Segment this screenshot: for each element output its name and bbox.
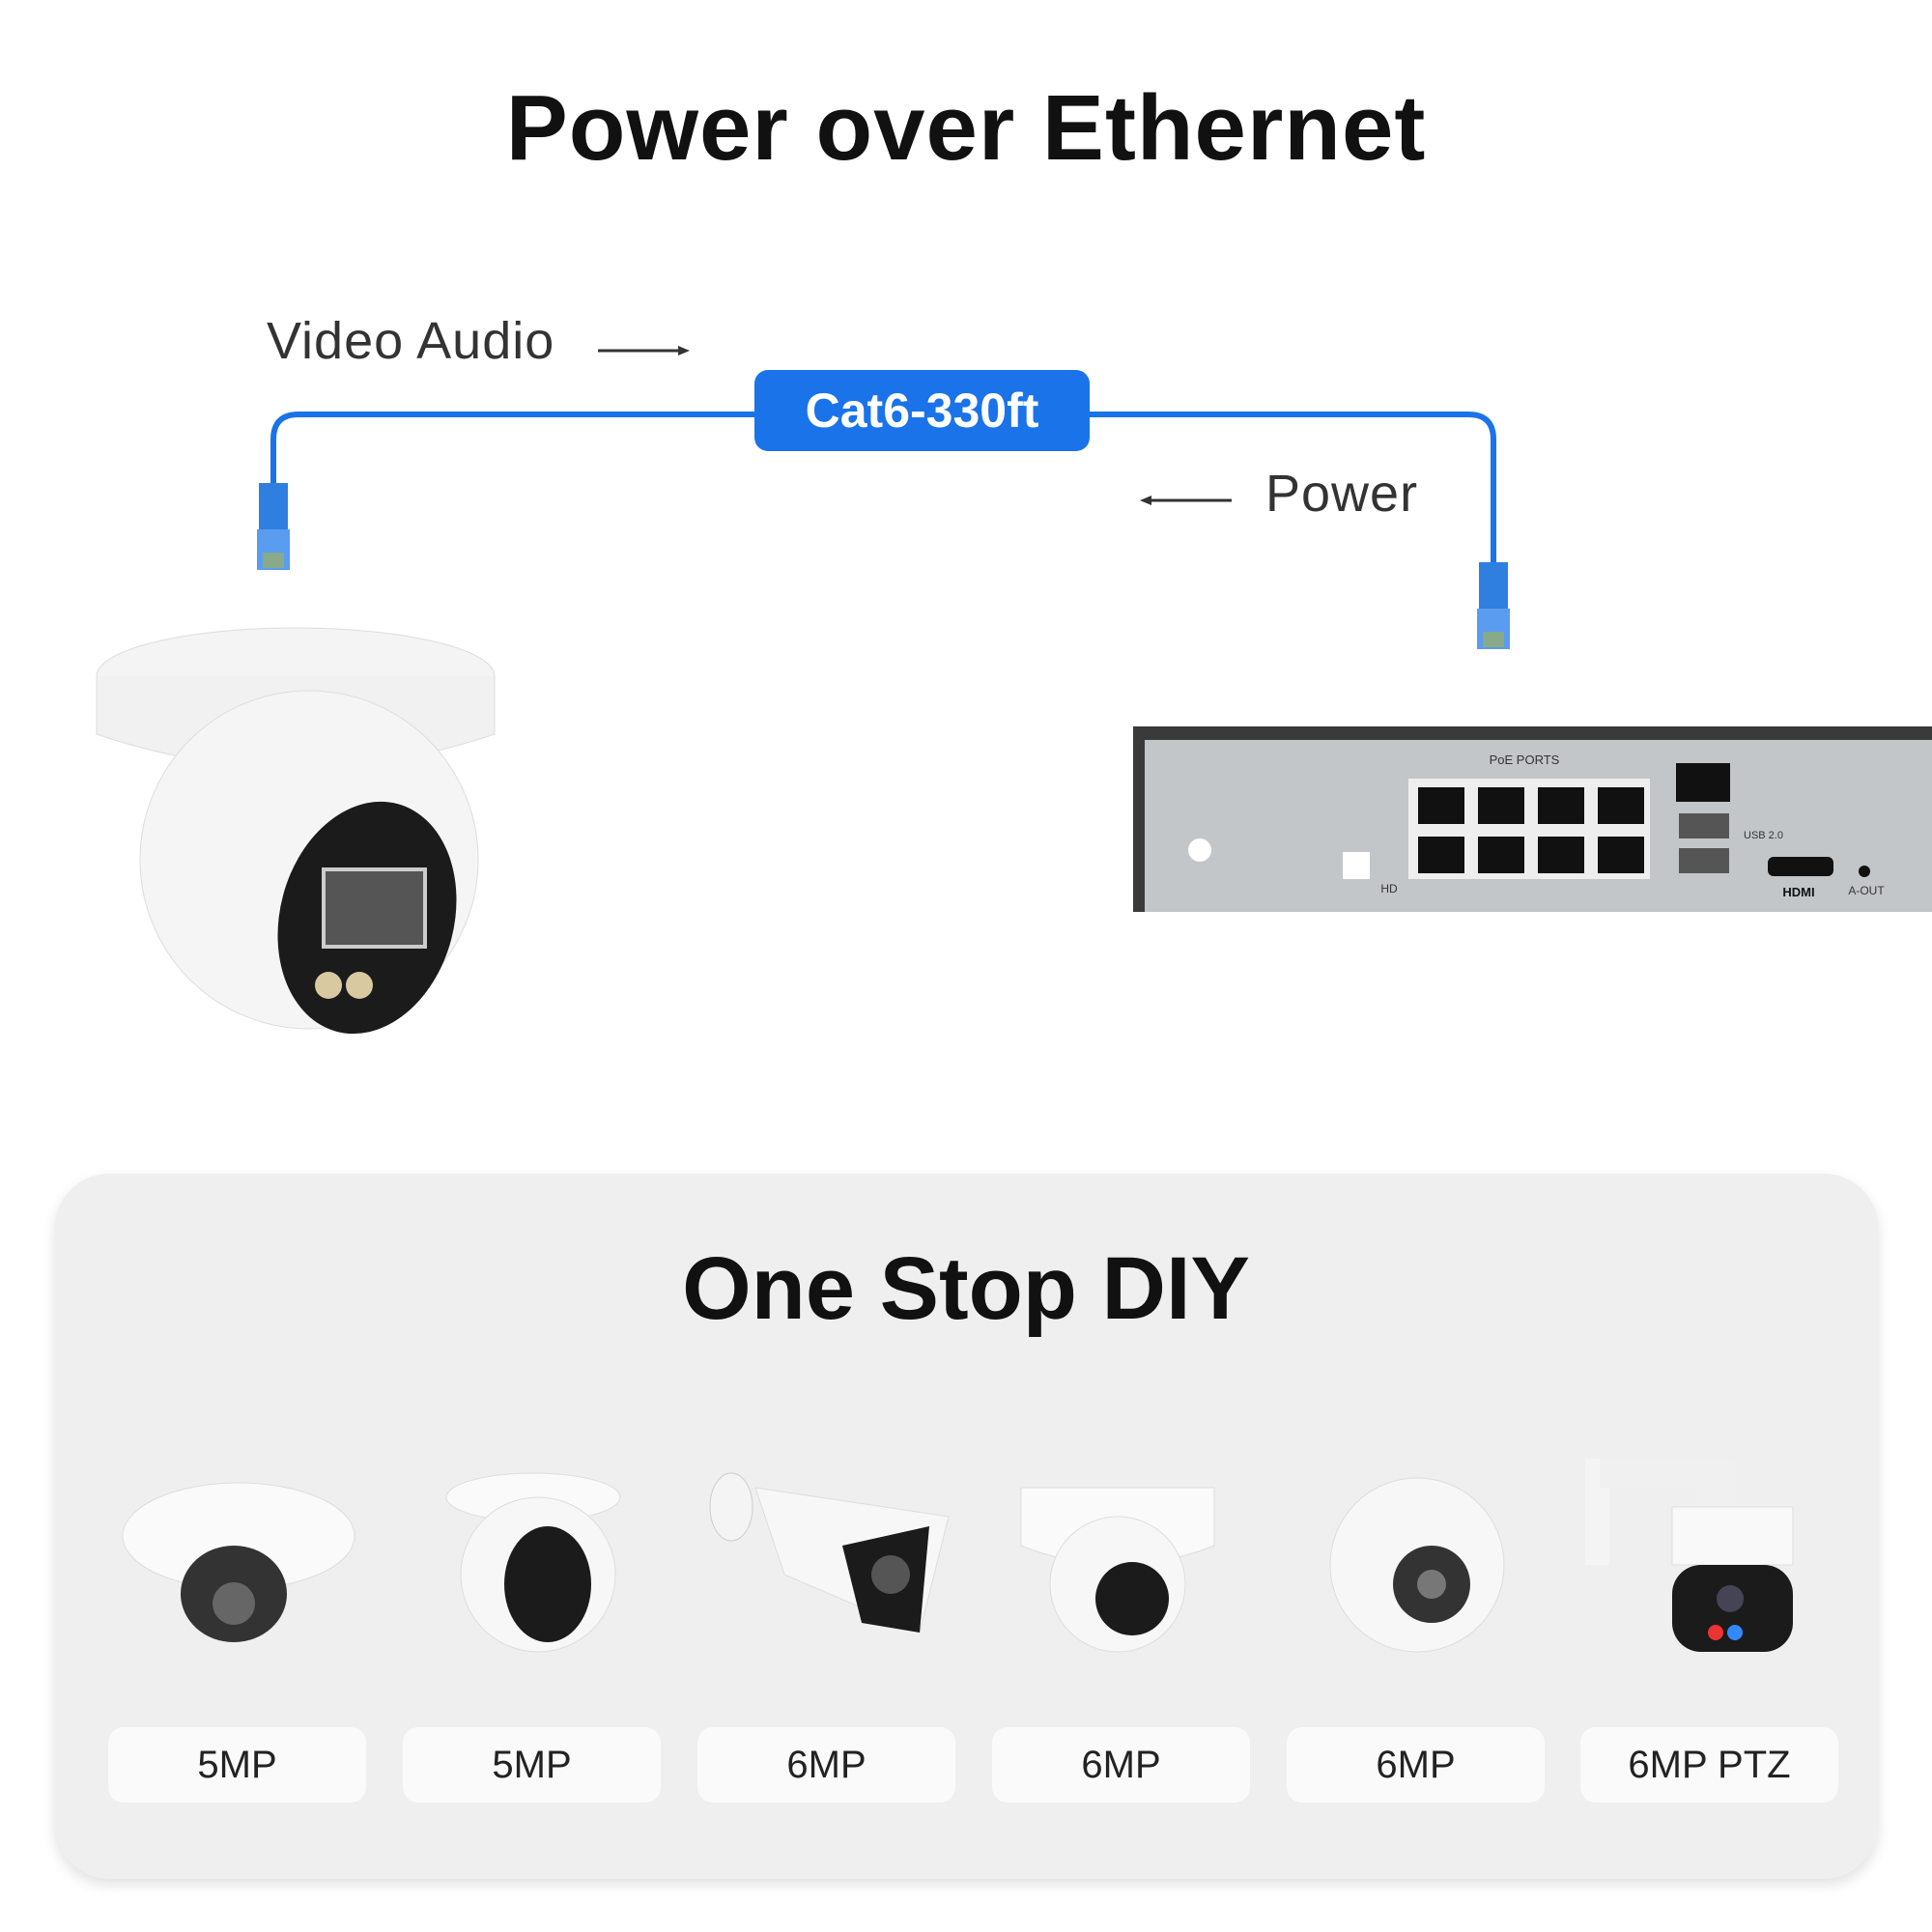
bullet-camera-image [709, 1472, 950, 1634]
right-rj45-connector-icon [1477, 562, 1510, 649]
power-label: Power [1265, 465, 1419, 523]
camera-label: 6MP [992, 1727, 1250, 1803]
dome-camera-image-2 [1020, 1487, 1215, 1653]
poe-ports-label: PoE PORTS [1490, 753, 1560, 767]
eyeball-camera-image [1329, 1477, 1505, 1653]
camera-label: 6MP PTZ [1580, 1727, 1838, 1803]
camera-label: 5MP [403, 1727, 661, 1803]
hd-label: HD [1380, 882, 1398, 895]
left-arrow-icon [1140, 496, 1232, 505]
video-audio-label: Video Audio [267, 312, 555, 370]
camera-label: 6MP [697, 1727, 955, 1803]
section-title: One Stop DIY [682, 1239, 1250, 1338]
camera-label: 5MP [108, 1727, 366, 1803]
ptz-camera-image [1585, 1459, 1794, 1652]
nvr-rear-panel-image: PoE PORTS USB 2.0 HDMI A-OUT HD [1133, 726, 1932, 912]
hdmi-label: HDMI [1782, 885, 1814, 899]
cable-badge: Cat6-330ft [754, 370, 1090, 451]
dome-camera-image [96, 627, 496, 1035]
aout-label: A-OUT [1848, 884, 1885, 897]
right-arrow-icon [598, 346, 690, 355]
cable-diagram: PoE PORTS USB 2.0 HDMI A-OUT HD [96, 346, 1932, 1035]
usb-label: USB 2.0 [1744, 830, 1783, 841]
turret-camera-image [445, 1472, 621, 1653]
left-rj45-connector-icon [257, 483, 290, 570]
page-title: Power over Ethernet [505, 76, 1427, 180]
mini-dome-camera-image [122, 1482, 355, 1642]
camera-label: 6MP [1287, 1727, 1545, 1803]
